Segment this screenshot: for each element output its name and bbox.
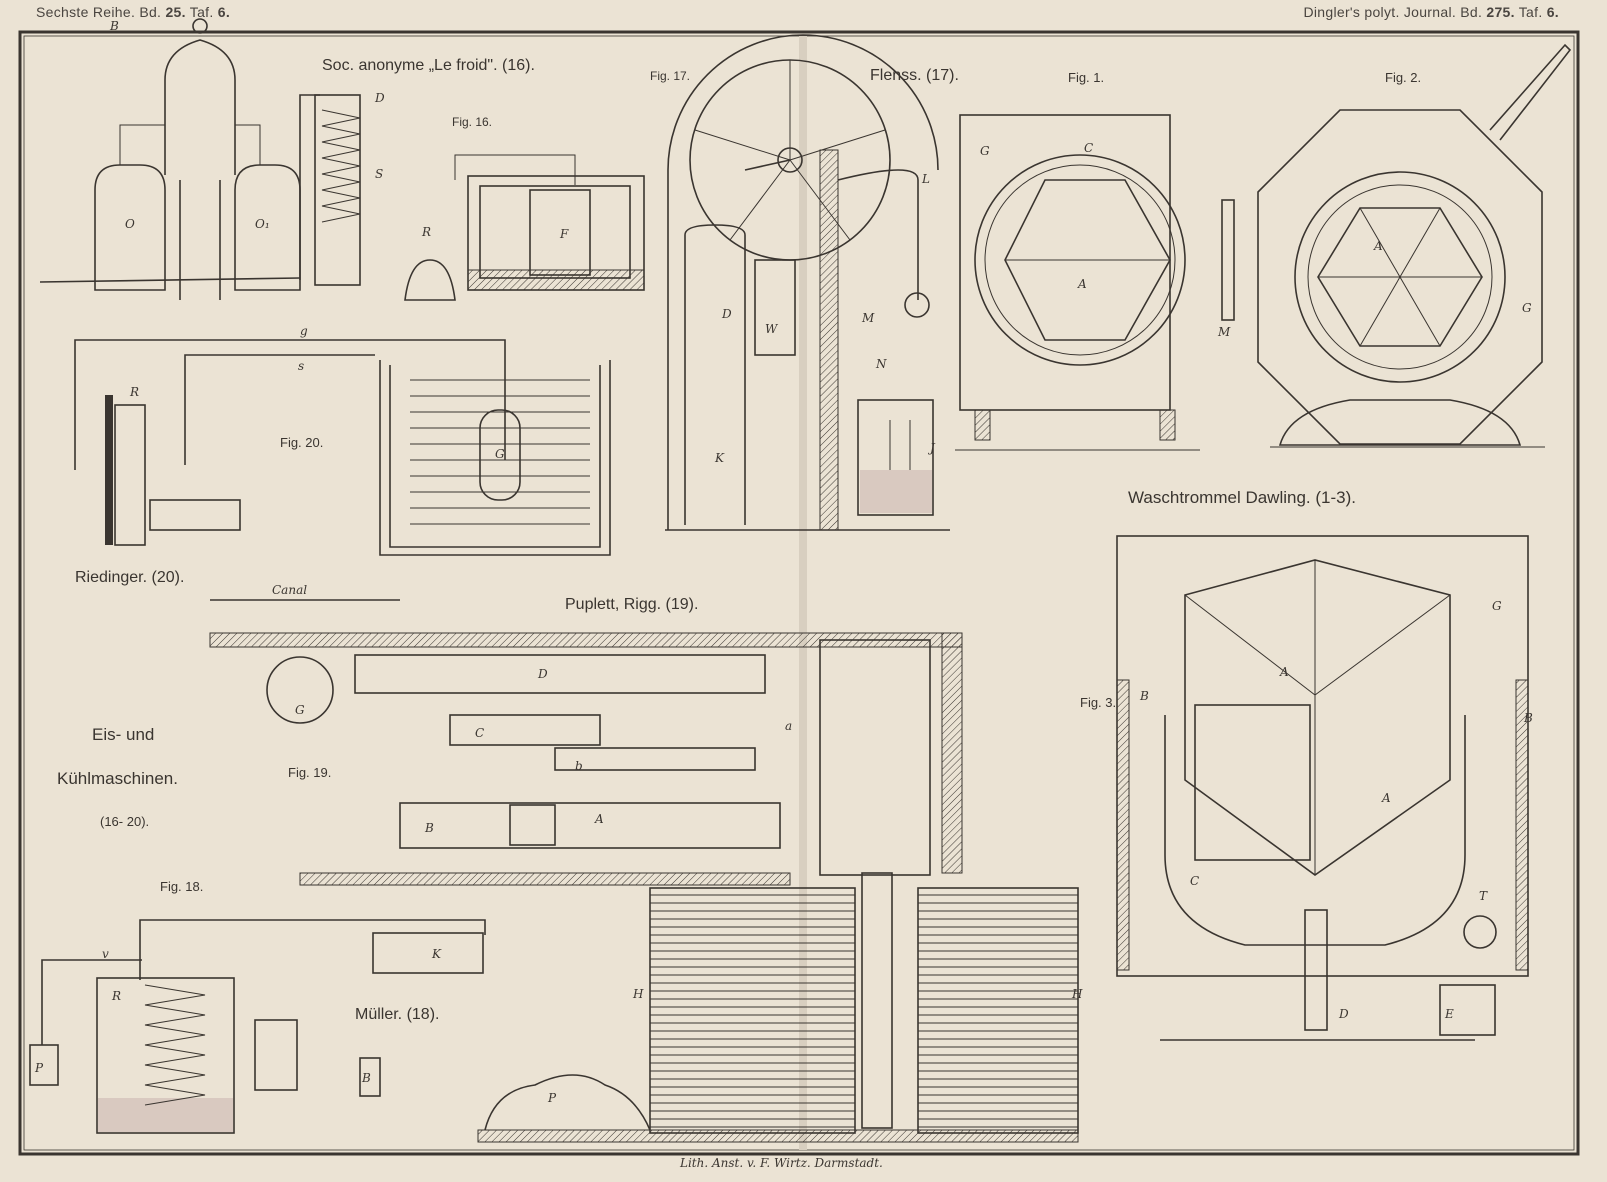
- label-B19: B: [424, 821, 434, 835]
- caption-canal: Canal: [272, 583, 307, 597]
- label-M17: M: [861, 311, 875, 325]
- header-right-volume: 275.: [1486, 4, 1515, 20]
- header-left-taf: Taf.: [189, 4, 214, 20]
- fig20-apparatus: [74, 339, 611, 556]
- caption-mueller: Müller. (18).: [355, 1006, 439, 1023]
- label-L17: L: [921, 172, 930, 186]
- caption-fig19: Fig. 19.: [288, 765, 331, 780]
- label-W17: W: [765, 322, 779, 336]
- header-left-taf-no: 6.: [217, 4, 231, 20]
- label-D17: D: [721, 307, 732, 321]
- label-M1: M: [1217, 325, 1231, 339]
- header-left: Sechste Reihe. Bd. 25. Taf. 6.: [36, 4, 230, 20]
- label-A1: A: [1077, 277, 1087, 291]
- caption-fig20: Fig. 20.: [280, 435, 323, 450]
- label-H-left: H: [632, 987, 644, 1001]
- label-N17: N: [875, 357, 887, 371]
- label-O: O: [125, 217, 135, 231]
- label-v18: v: [102, 947, 109, 961]
- plate-title-line2: Kühlmaschinen.: [57, 769, 178, 788]
- fig17-apparatus: [665, 34, 950, 531]
- caption-fig17: Fig. 17.: [650, 69, 690, 83]
- label-G19: G: [295, 703, 305, 717]
- label-D: D: [374, 91, 385, 105]
- header-right-taf: Taf.: [1518, 4, 1543, 20]
- label-R: R: [421, 225, 431, 239]
- label-A3-bottom: A: [1381, 791, 1391, 805]
- caption-fig2: Fig. 2.: [1385, 70, 1421, 85]
- fig16-apparatus: [39, 18, 645, 301]
- header-right: Dingler's polyt. Journal. Bd. 275. Taf. …: [1303, 4, 1559, 20]
- label-T3: T: [1479, 889, 1488, 903]
- header-left-volume: 25.: [165, 4, 186, 20]
- label-E3: E: [1444, 1007, 1454, 1021]
- plate-title-line3: (16- 20).: [100, 814, 149, 829]
- caption-riedinger: Riedinger. (20).: [75, 569, 184, 586]
- label-C3: C: [1190, 874, 1199, 888]
- label-G2: G: [1522, 301, 1532, 315]
- plate-title-line1: Eis- und: [92, 725, 154, 744]
- label-A2: A: [1373, 239, 1383, 253]
- label-R18: R: [111, 989, 121, 1003]
- printer-credit: Lith. Anst. v. F. Wirtz. Darmstadt.: [679, 1156, 883, 1170]
- label-K17: K: [714, 451, 725, 465]
- fig2-drum: [1257, 43, 1572, 448]
- fig19-apparatus: [209, 599, 963, 886]
- caption-fig16: Fig. 16.: [452, 115, 492, 129]
- label-C19: C: [475, 726, 484, 740]
- label-D19: D: [537, 667, 548, 681]
- label-J17: J: [927, 441, 936, 455]
- header-right-prefix: Dingler's polyt. Journal. Bd.: [1303, 4, 1483, 20]
- label-s20: s: [298, 359, 304, 373]
- label-B3-left: B: [1139, 689, 1149, 703]
- label-b19: b: [575, 759, 583, 773]
- label-C1: C: [1084, 141, 1093, 155]
- plate-border: [18, 30, 1580, 1156]
- label-G3: G: [1492, 599, 1502, 613]
- label-S: S: [375, 167, 383, 181]
- label-F16: F: [559, 227, 569, 241]
- label-P18: P: [34, 1061, 44, 1075]
- caption-flenss: Flenss. (17).: [870, 67, 959, 84]
- header-right-taf-no: 6.: [1546, 4, 1559, 20]
- caption-puplett: Puplett, Rigg. (19).: [565, 596, 698, 613]
- label-B3-right: B: [1523, 711, 1533, 725]
- fig18-apparatus: [29, 919, 486, 1134]
- label-O1: O₁: [255, 217, 270, 231]
- caption-waschtrommel: Waschtrommel Dawling. (1-3).: [1128, 488, 1356, 507]
- label-R20: R: [129, 385, 139, 399]
- label-K18: K: [431, 947, 442, 961]
- fig3-drum: [1116, 535, 1529, 1041]
- caption-fig1: Fig. 1.: [1068, 70, 1104, 85]
- label-a19: a: [785, 719, 792, 733]
- caption-fig3: Fig. 3.: [1080, 695, 1116, 710]
- label-G1: G: [980, 144, 990, 158]
- label-H-right: H: [1071, 987, 1083, 1001]
- label-B18: B: [361, 1071, 371, 1085]
- label-P19: P: [547, 1091, 557, 1105]
- fig1-drum: [955, 114, 1235, 451]
- caption-le-froid: Soc. anonyme „Le froid". (16).: [322, 57, 535, 74]
- caption-fig18: Fig. 18.: [160, 879, 203, 894]
- header-left-prefix: Sechste Reihe. Bd.: [36, 4, 162, 20]
- label-A19: A: [594, 812, 604, 826]
- label-g20: g: [300, 324, 308, 338]
- ice-storage-stacks: [477, 872, 1079, 1143]
- label-G20: G: [495, 447, 505, 461]
- label-A3-top: A: [1279, 665, 1289, 679]
- label-D3: D: [1338, 1007, 1349, 1021]
- label-B: B: [109, 19, 119, 33]
